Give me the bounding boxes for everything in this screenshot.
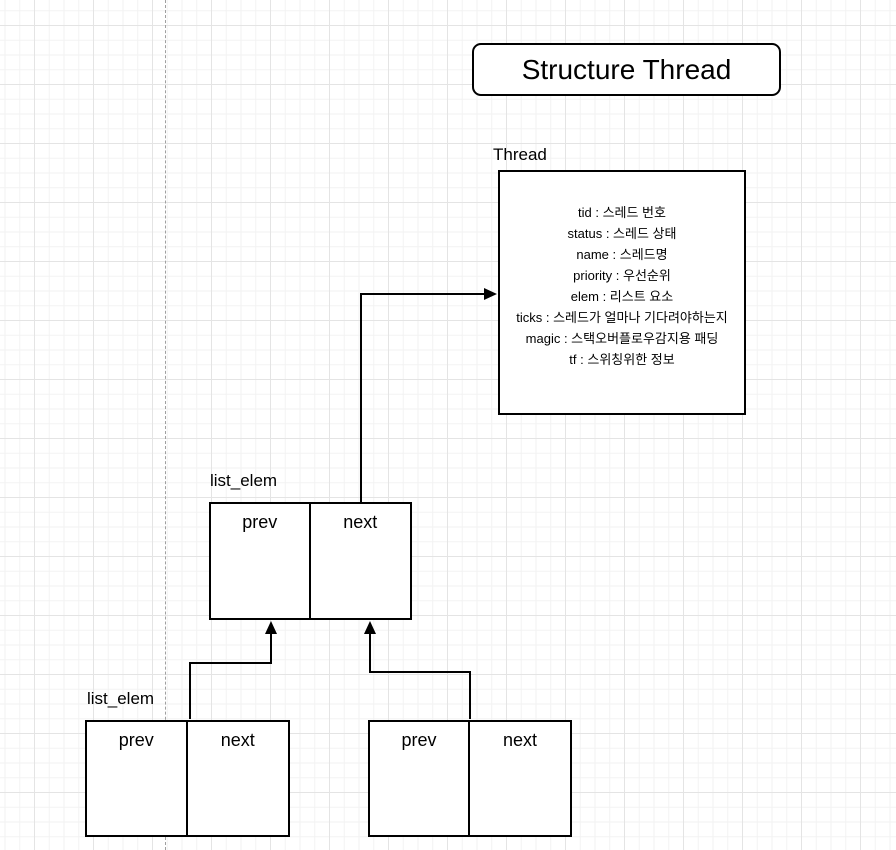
arrowhead-right-icon xyxy=(484,288,497,300)
node-bottom-right-prev-cell[interactable]: prev xyxy=(370,722,470,835)
prev-label: prev xyxy=(401,730,437,750)
thread-field-magic: magic : 스택오버플로우감지용 패딩 xyxy=(525,330,719,346)
list-elem-middle-prev-cell[interactable]: prev xyxy=(211,504,311,618)
arrow-next-to-thread[interactable] xyxy=(360,288,497,503)
arrow-bottom-left-to-middle-prev[interactable] xyxy=(189,621,277,719)
list-elem-bottom-left-node[interactable]: prev next xyxy=(85,720,290,837)
page-boundary-line xyxy=(165,0,166,850)
list-elem-bottom-left-next-cell[interactable]: next xyxy=(188,722,289,835)
thread-node[interactable]: tid : 스레드 번호 status : 스레드 상태 name : 스레드명… xyxy=(498,170,746,415)
node-bottom-right[interactable]: prev next xyxy=(368,720,572,837)
next-label: next xyxy=(502,730,538,750)
prev-label: prev xyxy=(118,730,154,750)
title-node[interactable]: Structure Thread xyxy=(472,43,781,96)
title-label: Structure Thread xyxy=(521,53,732,85)
arrow-bottom-right-to-middle-next[interactable] xyxy=(364,621,471,719)
list-elem-middle-label: list_elem xyxy=(210,471,278,490)
list-elem-middle-node[interactable]: prev next xyxy=(209,502,412,620)
thread-field-tf: tf : 스위칭위한 정보 xyxy=(569,351,675,367)
thread-field-name: name : 스레드명 xyxy=(576,246,668,262)
list-elem-middle-next-cell[interactable]: next xyxy=(311,504,411,618)
thread-field-ticks: ticks : 스레드가 얼마나 기다려야하는지 xyxy=(516,309,728,325)
next-label: next xyxy=(220,730,255,750)
thread-field-priority: priority : 우선순위 xyxy=(573,267,671,283)
prev-label: prev xyxy=(242,512,278,532)
arrowhead-up-icon xyxy=(364,621,376,634)
thread-fields: tid : 스레드 번호 status : 스레드 상태 name : 스레드명… xyxy=(516,202,728,370)
thread-node-label: Thread xyxy=(493,145,547,164)
list-elem-bottom-left-label: list_elem xyxy=(87,689,155,708)
thread-field-status: status : 스레드 상태 xyxy=(567,225,677,241)
arrowhead-up-icon xyxy=(265,621,277,634)
list-elem-bottom-left-prev-cell[interactable]: prev xyxy=(87,722,188,835)
thread-field-elem: elem : 리스트 요소 xyxy=(570,288,674,304)
thread-field-tid: tid : 스레드 번호 xyxy=(578,204,666,220)
next-label: next xyxy=(343,512,378,532)
node-bottom-right-next-cell[interactable]: next xyxy=(470,722,570,835)
